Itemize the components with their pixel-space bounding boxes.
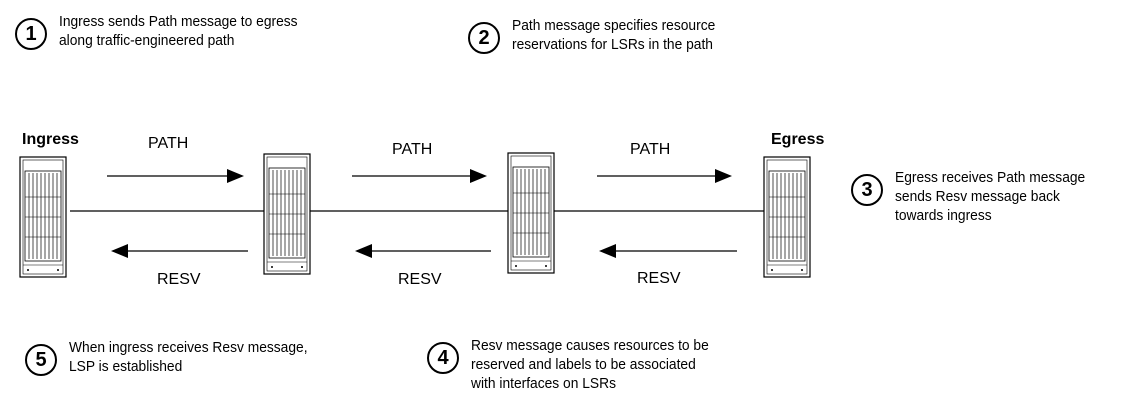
- step-4: 4 Resv message causes resources to be re…: [427, 336, 729, 393]
- step-text-line: with interfaces on LSRs: [471, 375, 616, 392]
- step-description: Resv message causes resources to be rese…: [471, 336, 709, 393]
- path-label-1: PATH: [148, 135, 189, 152]
- step-5: 5 When ingress receives Resv message, LS…: [25, 338, 328, 376]
- step-number-badge: 3: [851, 174, 883, 206]
- step-text-line: along traffic-engineered path: [59, 32, 235, 49]
- step-2: 2 Path message specifies resource reserv…: [468, 16, 733, 54]
- resv-arrow-1: [111, 244, 248, 258]
- path-label-2: PATH: [392, 141, 433, 158]
- ingress-router: [19, 156, 67, 278]
- resv-arrow-2: [355, 244, 491, 258]
- step-text-line: sends Resv message back: [895, 188, 1060, 205]
- step-number-badge: 4: [427, 342, 459, 374]
- path-label-3: PATH: [630, 141, 671, 158]
- step-3: 3 Egress receives Path message sends Res…: [851, 168, 1102, 225]
- resv-label-1: RESV: [157, 271, 201, 288]
- step-1: 1 Ingress sends Path message to egress a…: [15, 12, 318, 50]
- step-description: Egress receives Path message sends Resv …: [895, 168, 1085, 225]
- step-text-line: Path message specifies resource: [512, 17, 716, 34]
- step-text-line: reservations for LSRs in the path: [512, 36, 713, 53]
- step-description: When ingress receives Resv message, LSP …: [69, 338, 308, 376]
- step-text-line: reserved and labels to be associated: [471, 356, 696, 373]
- ingress-label: Ingress: [22, 131, 79, 148]
- step-description: Path message specifies resource reservat…: [512, 16, 715, 54]
- egress-label: Egress: [771, 131, 825, 148]
- resv-label-3: RESV: [637, 270, 681, 287]
- path-arrow-1: [107, 169, 244, 183]
- step-text-line: LSP is established: [69, 358, 183, 375]
- transit-router-2: [507, 152, 555, 274]
- path-arrow-2: [352, 169, 487, 183]
- step-text-line: towards ingress: [895, 207, 992, 224]
- step-text-line: When ingress receives Resv message,: [69, 339, 308, 356]
- step-text-line: Egress receives Path message: [895, 169, 1086, 186]
- step-number-badge: 5: [25, 344, 57, 376]
- step-number-badge: 2: [468, 22, 500, 54]
- resv-label-2: RESV: [398, 271, 442, 288]
- step-text-line: Resv message causes resources to be: [471, 337, 709, 354]
- step-number-badge: 1: [15, 18, 47, 50]
- resv-arrow-3: [599, 244, 737, 258]
- transit-router-1: [263, 153, 311, 275]
- step-text-line: Ingress sends Path message to egress: [59, 13, 298, 30]
- step-description: Ingress sends Path message to egress alo…: [59, 12, 298, 50]
- egress-router: [763, 156, 811, 278]
- path-arrow-3: [597, 169, 732, 183]
